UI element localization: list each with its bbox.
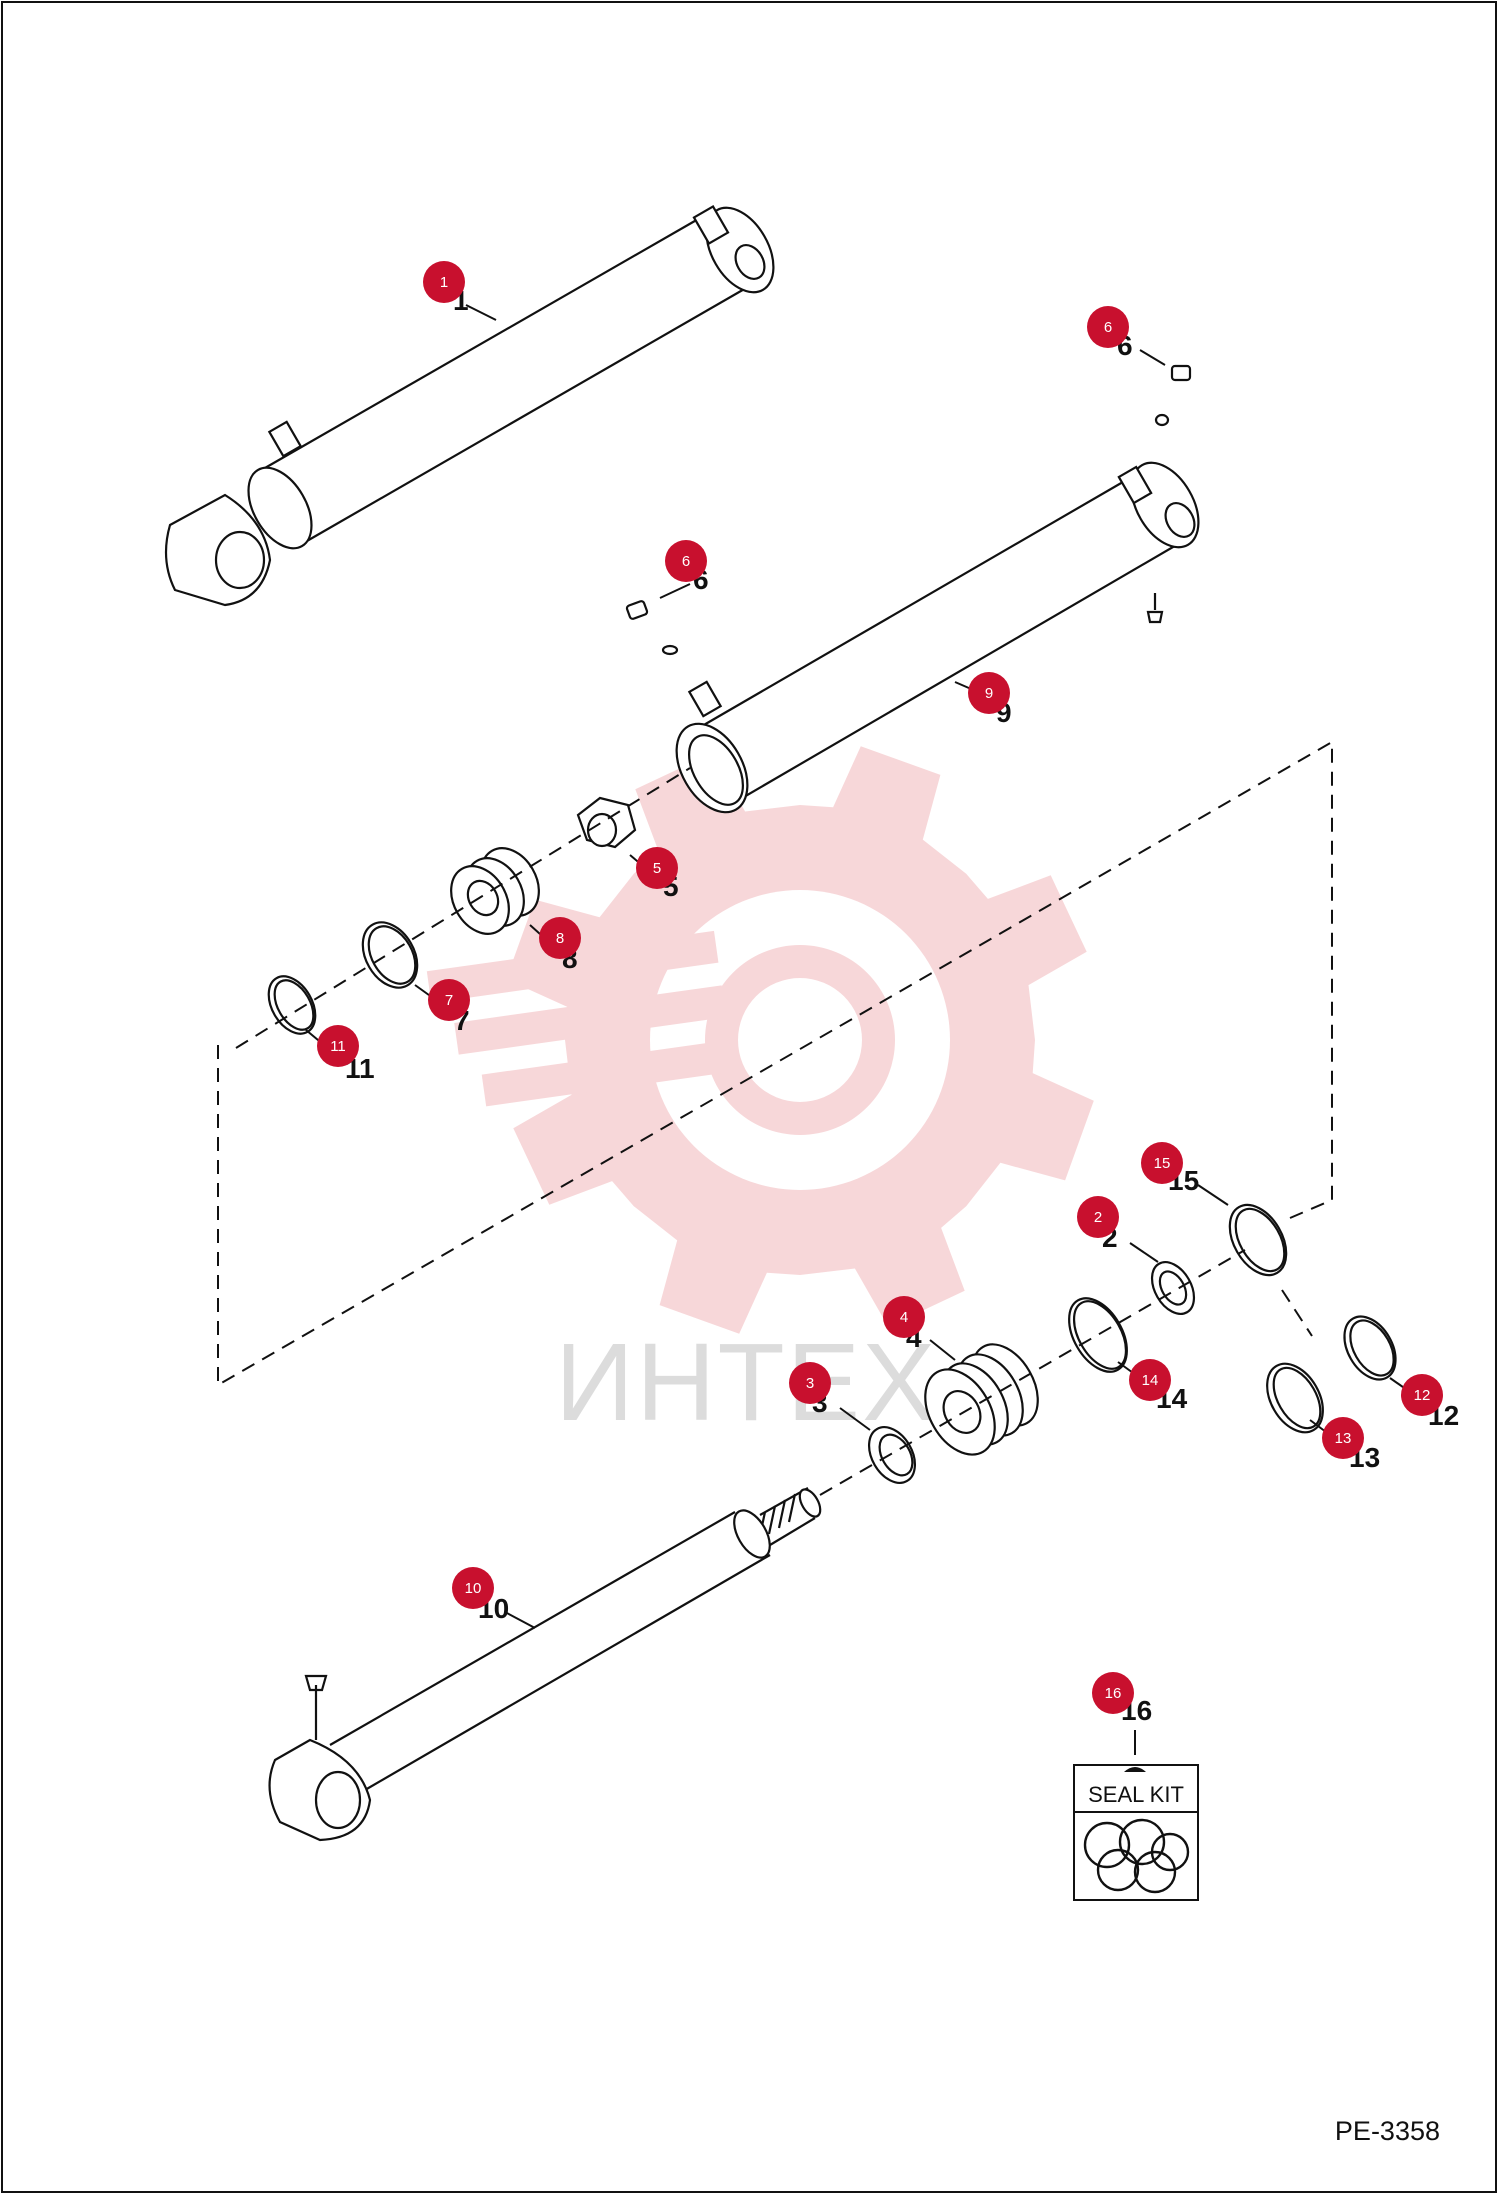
cylinder-assembly[interactable] [164,196,787,607]
callout-badge-7[interactable]: 7 [428,979,470,1021]
callout-badge-circle [1077,1196,1119,1238]
callout-badge-13[interactable]: 13 [1322,1417,1364,1459]
callout-badge-label: 6 [682,553,690,570]
leader-line-2 [1129,1242,1159,1263]
callout-badge-circle [428,979,470,1021]
callout-badge-16[interactable]: 16 [1092,1672,1134,1714]
wiper-ring[interactable] [1218,1195,1298,1285]
callout-badge-circle [883,1296,925,1338]
callout-badge-circle [1401,1374,1443,1416]
callout-badge-label: 6 [1104,319,1112,336]
watermark-text: ИНТЕХ [555,1321,937,1444]
seal-kit-rings-icon [1083,1818,1190,1894]
callout-badge-circle [968,672,1010,714]
leader-line-4 [929,1339,956,1361]
callout-badge-circle [1129,1359,1171,1401]
head-seal[interactable] [860,1419,925,1491]
callout-badge-11[interactable]: 11 [317,1025,359,1067]
callout-badge-2[interactable]: 2 [1077,1196,1119,1238]
callout-badge-label: 14 [1142,1372,1159,1389]
callout-badge-9[interactable]: 9 [968,672,1010,714]
callout-badge-label: 12 [1414,1387,1431,1404]
diagram-code: PE-3358 [1335,2116,1440,2146]
callout-badge-12[interactable]: 12 [1401,1374,1443,1416]
callout-badge-6[interactable]: 6 [1087,306,1129,348]
leader-line-1 [465,304,497,321]
callout-badge-label: 1 [440,274,448,291]
callout-badge-3[interactable]: 3 [789,1362,831,1404]
piston-nut[interactable] [576,796,637,849]
callout-badge-label: 10 [465,1580,482,1597]
callout-badge-label: 9 [985,685,993,702]
callout-badge-label: 11 [330,1038,346,1055]
backup-ring[interactable] [1057,1288,1139,1381]
callout-badge-circle [665,540,707,582]
cylinder-barrel[interactable] [662,451,1212,824]
callout-badge-circle [1092,1672,1134,1714]
callout-badge-label: 16 [1105,1685,1122,1702]
callout-badge-circle [1141,1142,1183,1184]
callout-badge-1[interactable]: 1 [423,261,465,303]
callout-badge-14[interactable]: 14 [1129,1359,1171,1401]
watermark-gear-logo: ИНТЕХ [426,746,1094,1444]
callout-badge-15[interactable]: 15 [1141,1142,1183,1184]
piston[interactable] [439,838,550,944]
grease-fitting-lower[interactable] [625,600,679,656]
leader-line-10 [504,1611,536,1629]
piston-ring[interactable] [352,913,429,998]
leader-line-6 [1139,349,1166,366]
callouts: 1166669955887711111515224414141212331313… [305,261,1459,1726]
rod-seal[interactable] [1143,1255,1202,1321]
callout-badge-circle [423,261,465,303]
callout-badge-5[interactable]: 5 [636,847,678,889]
callout-badge-label: 3 [806,1375,814,1392]
callout-badge-circle [789,1362,831,1404]
callout-badge-8[interactable]: 8 [539,917,581,959]
callout-badge-4[interactable]: 4 [883,1296,925,1338]
callout-badge-6[interactable]: 6 [665,540,707,582]
outer-o-ring[interactable] [1334,1308,1406,1389]
callout-badge-label: 15 [1154,1155,1171,1172]
callout-badge-label: 2 [1094,1209,1102,1226]
callout-badge-circle [1322,1417,1364,1459]
piston-rod[interactable] [268,1486,825,1842]
grease-fitting-upper[interactable] [1154,364,1192,427]
leader-line-3 [839,1407,871,1431]
callout-badge-10[interactable]: 10 [452,1567,494,1609]
backup-o-ring[interactable] [1256,1354,1335,1442]
callout-badge-label: 13 [1335,1430,1352,1447]
seal-kit[interactable]: SEAL KIT [1073,1730,1199,1901]
callout-badge-label: 4 [900,1309,908,1326]
callout-badge-circle [317,1025,359,1067]
cylinder-head[interactable] [911,1333,1051,1467]
callout-badge-label: 8 [556,930,564,947]
callout-badge-circle [636,847,678,889]
callout-badge-circle [539,917,581,959]
seal-kit-label: SEAL KIT [1088,1782,1184,1807]
callout-badge-label: 7 [445,992,453,1009]
callout-badge-label: 5 [653,860,661,877]
leader-line-6 [659,583,691,599]
callout-badge-circle [1087,306,1129,348]
leader-line-15 [1197,1184,1229,1206]
callout-badge-circle [452,1567,494,1609]
